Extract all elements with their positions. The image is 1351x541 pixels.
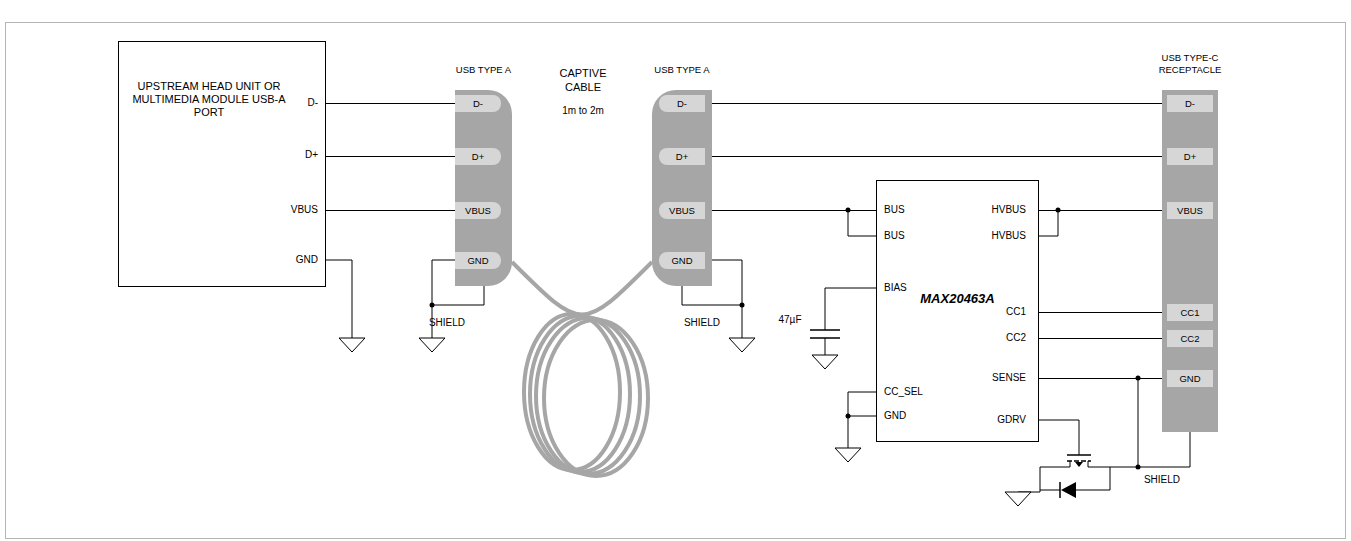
signal-wire (705, 210, 876, 211)
signal-label: GND (884, 410, 906, 422)
pin-box: GND (659, 252, 705, 269)
pin-box: VBUS (1167, 202, 1213, 219)
signal-label: SHIELD (1144, 474, 1180, 486)
mosfet-gate (1067, 454, 1091, 456)
usb-a-connector: USB TYPE AD-D+VBUSGND (455, 90, 512, 286)
pin-box: GND (1167, 370, 1213, 387)
signal-wire (1039, 210, 1167, 211)
signal-wire (326, 103, 455, 104)
signal-label: VBUS (291, 204, 318, 216)
pin-name: D- (677, 98, 687, 109)
signal-label: HVBUS (992, 204, 1026, 216)
shield-wire (432, 286, 484, 305)
signal-label: GND (296, 254, 318, 266)
pin-box: VBUS (659, 202, 705, 219)
pin-name: VBUS (1177, 205, 1203, 216)
signal-wire (1039, 338, 1167, 339)
shield-wire (682, 286, 742, 305)
wires (326, 210, 1190, 498)
pin-name: GND (671, 255, 692, 266)
pin-box: D+ (659, 148, 705, 165)
pin-name: D+ (1184, 151, 1196, 162)
signal-label: 47µF (779, 314, 802, 326)
signal-label: HVBUS (992, 230, 1026, 242)
box-text: MAX20463A (877, 291, 1038, 306)
bias-wire (825, 288, 876, 355)
signal-wire (1039, 378, 1167, 379)
signal-label: BIAS (884, 282, 907, 294)
pin-name: D- (473, 98, 483, 109)
pin-name: GND (467, 255, 488, 266)
signal-label: BUS (884, 230, 905, 242)
pin-box: D- (1167, 95, 1213, 112)
connector-heading: USB TYPE A (654, 64, 709, 75)
capacitor-symbol (810, 330, 840, 338)
ground-wire (1018, 461, 1070, 492)
pin-box: D+ (1167, 148, 1213, 165)
pin-name: D- (1185, 98, 1195, 109)
pin-name: CC2 (1180, 333, 1199, 344)
signal-label: D+ (305, 149, 318, 161)
signal-wire (705, 103, 1167, 104)
pin-box: D- (455, 95, 501, 112)
bus-wire (848, 210, 876, 236)
signal-label: CC2 (1006, 332, 1026, 344)
pin-name: D+ (472, 151, 484, 162)
signal-wire (705, 156, 1167, 157)
pin-box: D+ (455, 148, 501, 165)
pin-name: GND (1179, 373, 1200, 384)
usb-a-connector: USB TYPE AD-D+VBUSGND (652, 90, 712, 286)
sense-wire (1138, 378, 1139, 467)
pin-name: CC1 (1180, 307, 1199, 318)
captive-cable (512, 262, 652, 315)
signal-label: CC1 (1006, 306, 1026, 318)
connector-heading: USB TYPE A (456, 64, 511, 75)
gdrv-wire (1034, 420, 1079, 455)
shield-wire (1088, 432, 1190, 467)
signal-label: D- (307, 97, 318, 109)
signal-label: SHIELD (429, 317, 465, 329)
source-box: UPSTREAM HEAD UNIT OR MULTIMEDIA MODULE … (118, 41, 326, 287)
mosfet-arrow (1075, 462, 1083, 467)
signal-label: SHIELD (684, 317, 720, 329)
usb-c-receptacle: USB TYPE-C RECEPTACLED-D+VBUSCC1CC2GND (1162, 90, 1218, 432)
pin-name: VBUS (669, 205, 695, 216)
pin-box: GND (455, 252, 501, 269)
pin-name: D+ (676, 151, 688, 162)
pin-box: VBUS (455, 202, 501, 219)
signal-wire (1039, 312, 1167, 313)
cable-coil (524, 314, 648, 476)
signal-label: CAPTIVE CABLE (548, 66, 618, 94)
connector-heading: USB TYPE-C RECEPTACLE (1140, 52, 1240, 76)
diode-symbol (1061, 482, 1076, 498)
signal-label: GDRV (997, 414, 1026, 426)
pin-box: D- (659, 95, 705, 112)
diode-cathode (1059, 482, 1061, 498)
signal-label: CC_SEL (884, 386, 923, 398)
pin-box: CC1 (1167, 304, 1213, 321)
mosfet-channel (1067, 460, 1091, 462)
frame (6, 23, 1346, 539)
ground-wire (326, 260, 352, 338)
signal-label: BUS (884, 204, 905, 216)
box-text: UPSTREAM HEAD UNIT OR MULTIMEDIA MODULE … (129, 80, 289, 119)
pin-box: CC2 (1167, 330, 1213, 347)
signal-label: SENSE (992, 372, 1026, 384)
signal-wire (326, 156, 455, 157)
signal-wire (326, 210, 455, 211)
ccsel-wire (848, 392, 876, 448)
signal-label: 1m to 2m (562, 105, 604, 117)
pin-name: VBUS (465, 205, 491, 216)
